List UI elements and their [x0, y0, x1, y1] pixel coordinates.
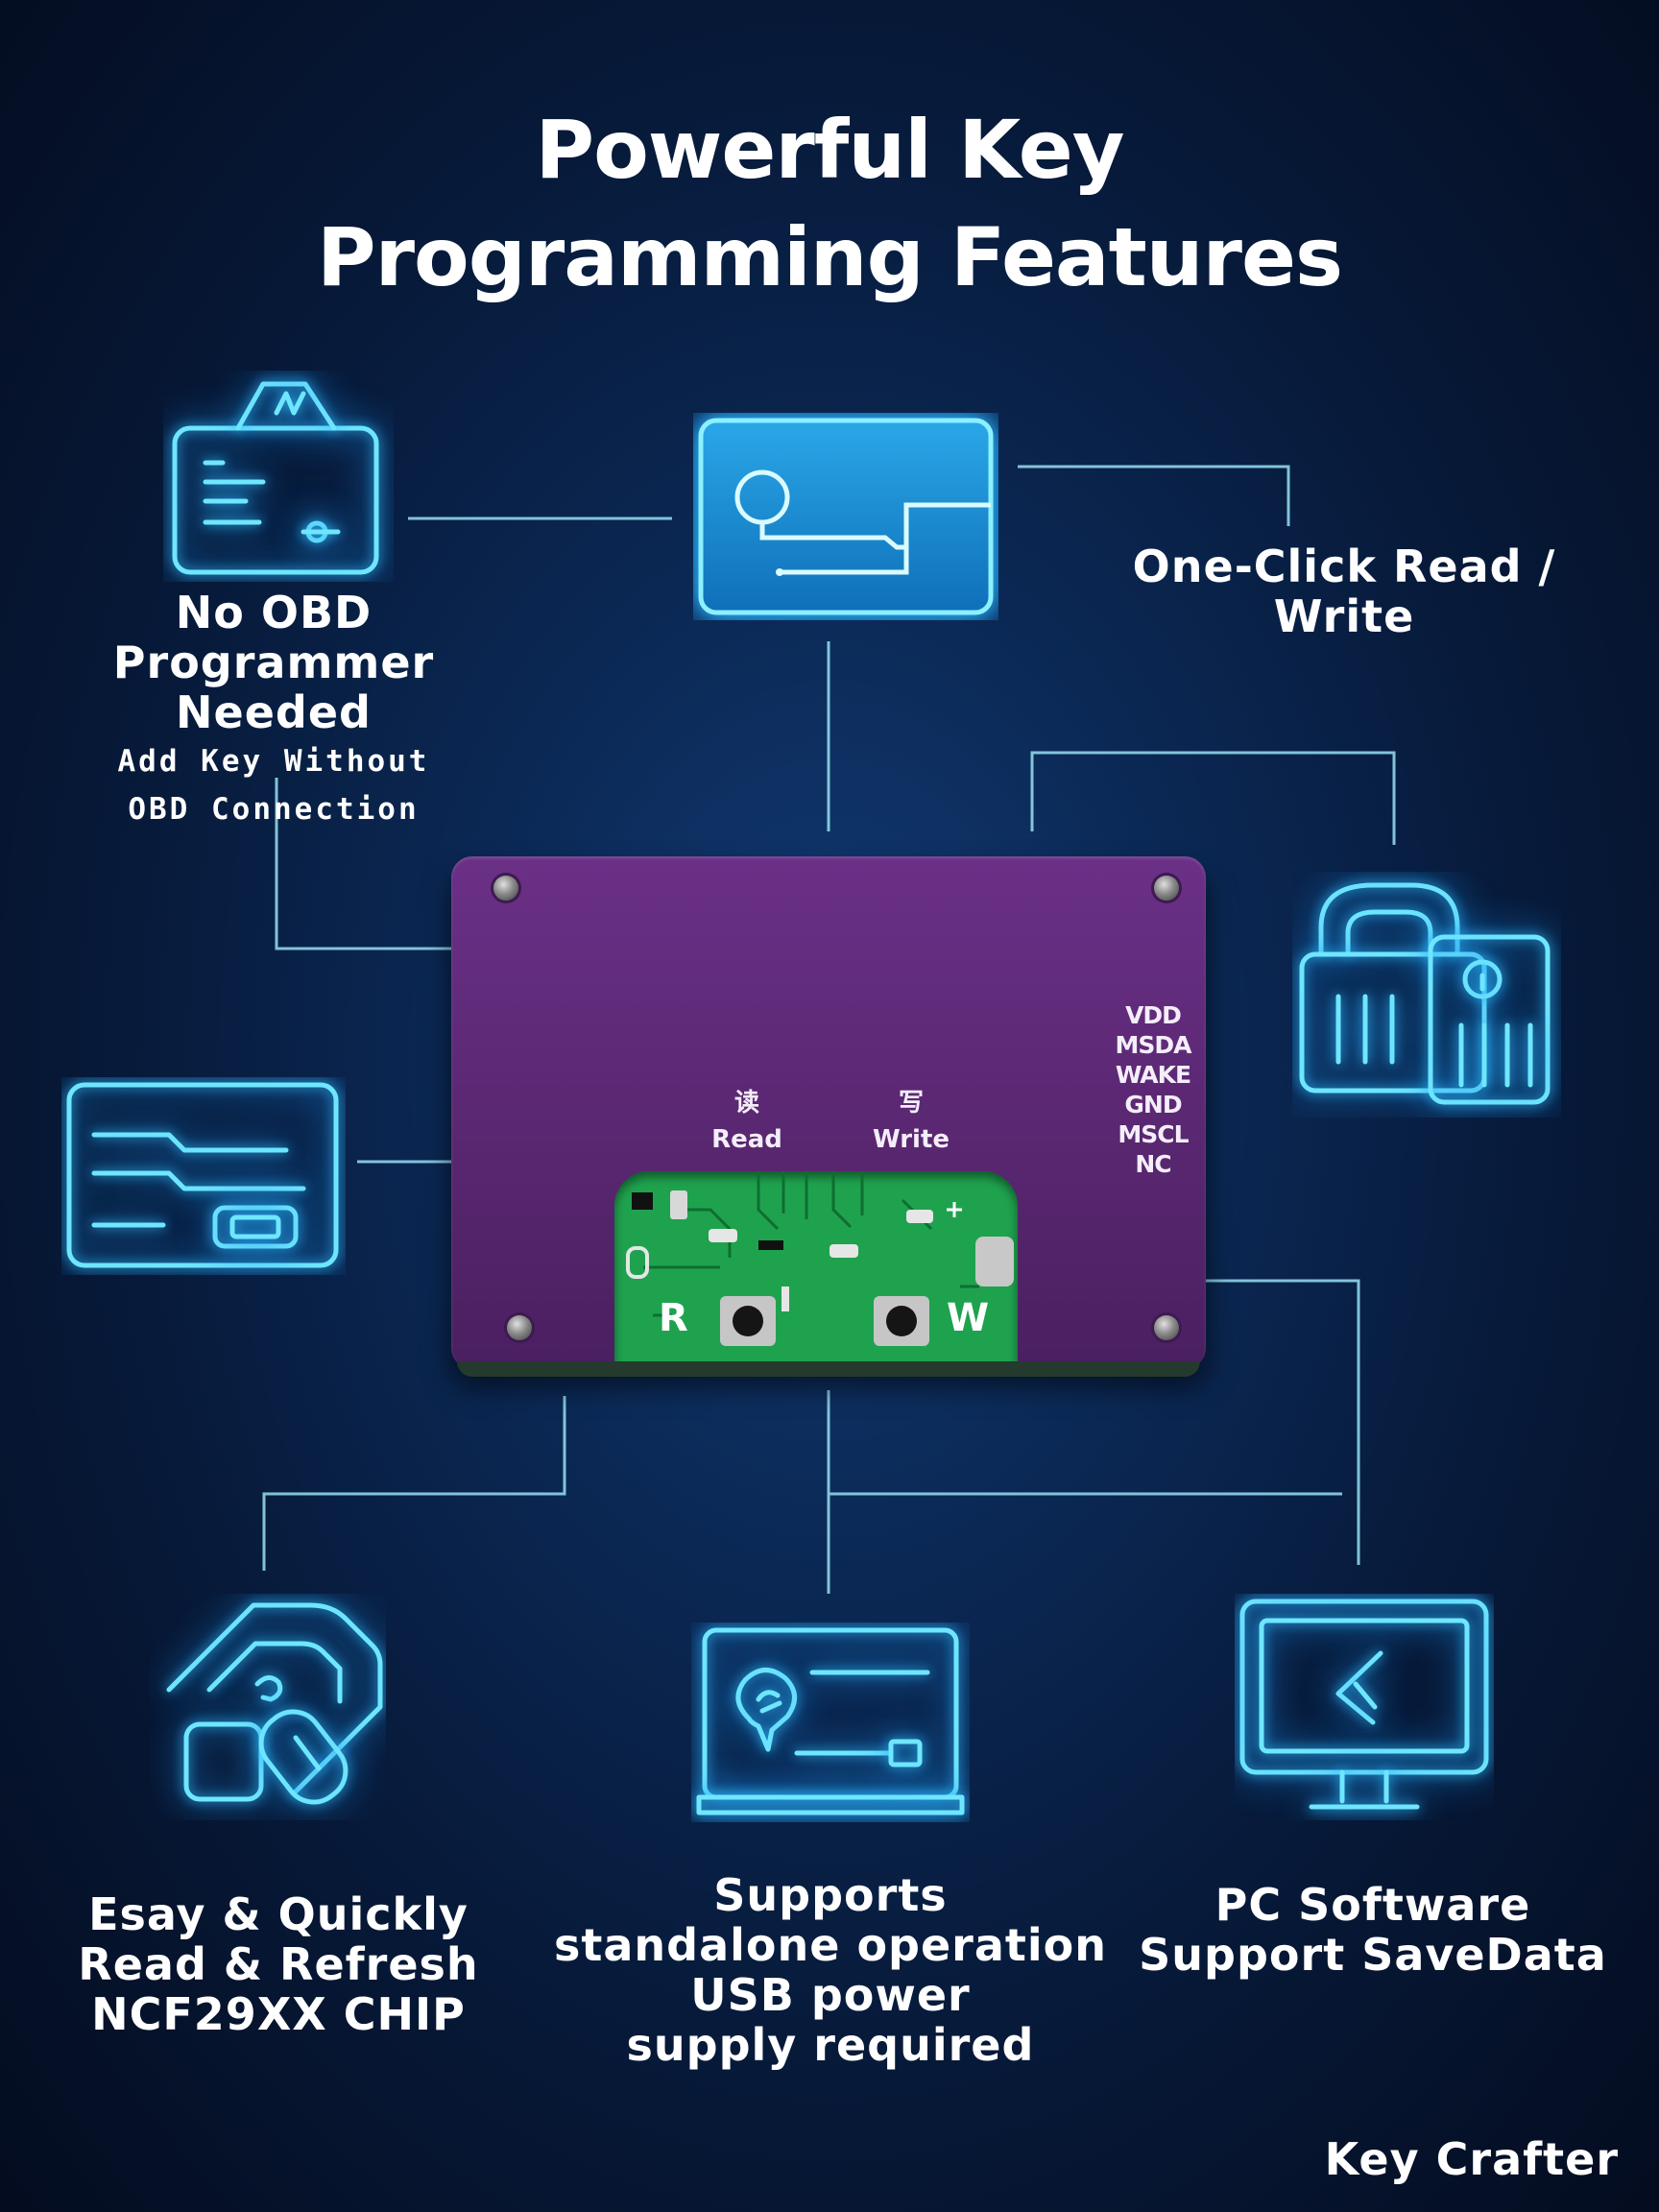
pin-labels: VDD MSDA WAKE GND MSCL NC [1110, 1000, 1196, 1179]
device-base [457, 1361, 1200, 1377]
standalone-4: supply required [626, 2019, 1035, 2071]
read-label: 读 Read [699, 1085, 795, 1158]
title-line-1: Powerful Key [535, 103, 1125, 197]
chip-key-icon [150, 1594, 386, 1820]
standalone-1: Supports [713, 1869, 948, 1921]
read-label-en: Read [711, 1125, 782, 1154]
read-refresh-1: Esay & Quickly [88, 1888, 469, 1940]
pin-label: NC [1135, 1150, 1171, 1178]
programmer-device: 读 Read 写 Write VDD MSDA WAKE GND MSCL NC [451, 856, 1206, 1369]
brand-name: Key Crafter [1324, 2133, 1619, 2185]
read-refresh-2: Read & Refresh [78, 1938, 479, 1990]
pin-label: MSCL [1118, 1120, 1189, 1148]
padlock-cards-icon [1292, 872, 1561, 1118]
pcb-traces [626, 1171, 1014, 1346]
screw [1154, 876, 1179, 901]
pc-software-2: Support SaveData [1139, 1929, 1607, 1981]
standalone-label: Supports standalone operation USB power … [538, 1870, 1123, 2070]
write-label-cn: 写 [898, 1089, 924, 1118]
read-label-cn: 读 [733, 1089, 759, 1118]
write-label-en: Write [872, 1125, 950, 1154]
write-label: 写 Write [858, 1085, 964, 1158]
key-card-icon [163, 371, 394, 582]
screw [493, 876, 518, 901]
id-card-icon [61, 1077, 346, 1275]
one-click-label: One-Click Read / Write [1132, 541, 1556, 642]
standalone-2: standalone operation [553, 1919, 1108, 1971]
page-title: Powerful Key Programming Features [0, 96, 1659, 311]
monitor-icon [1235, 1594, 1494, 1820]
pin-label: VDD [1125, 1001, 1182, 1029]
laptop-icon [691, 1623, 970, 1822]
no-obd-sub-1: Add Key Without [117, 744, 430, 779]
no-obd-label: No OBD Programmer Needed Add Key Without… [19, 588, 528, 833]
silk-r: R [659, 1296, 688, 1340]
read-refresh-label: Esay & Quickly Read & Refresh NCF29XX CH… [38, 1889, 518, 2039]
no-obd-title-2: Programmer Needed [112, 637, 435, 738]
no-obd-title-1: No OBD [175, 587, 373, 638]
read-write-panel-icon [693, 413, 998, 620]
pin-label: MSDA [1115, 1031, 1192, 1059]
standalone-3: USB power [690, 1969, 971, 2021]
screw [1154, 1315, 1179, 1340]
pc-software-label: PC Software Support SaveData [1114, 1880, 1632, 1980]
pc-software-1: PC Software [1214, 1879, 1531, 1931]
silk-w: W [947, 1296, 990, 1340]
pcb-window: R W [614, 1171, 1018, 1369]
pin-label: WAKE [1115, 1061, 1191, 1089]
pin-label: GND [1124, 1091, 1182, 1118]
title-line-2: Programming Features [317, 210, 1343, 304]
screw [507, 1315, 532, 1340]
read-refresh-3: NCF29XX CHIP [91, 1988, 466, 2040]
no-obd-sub-2: OBD Connection [128, 792, 420, 827]
